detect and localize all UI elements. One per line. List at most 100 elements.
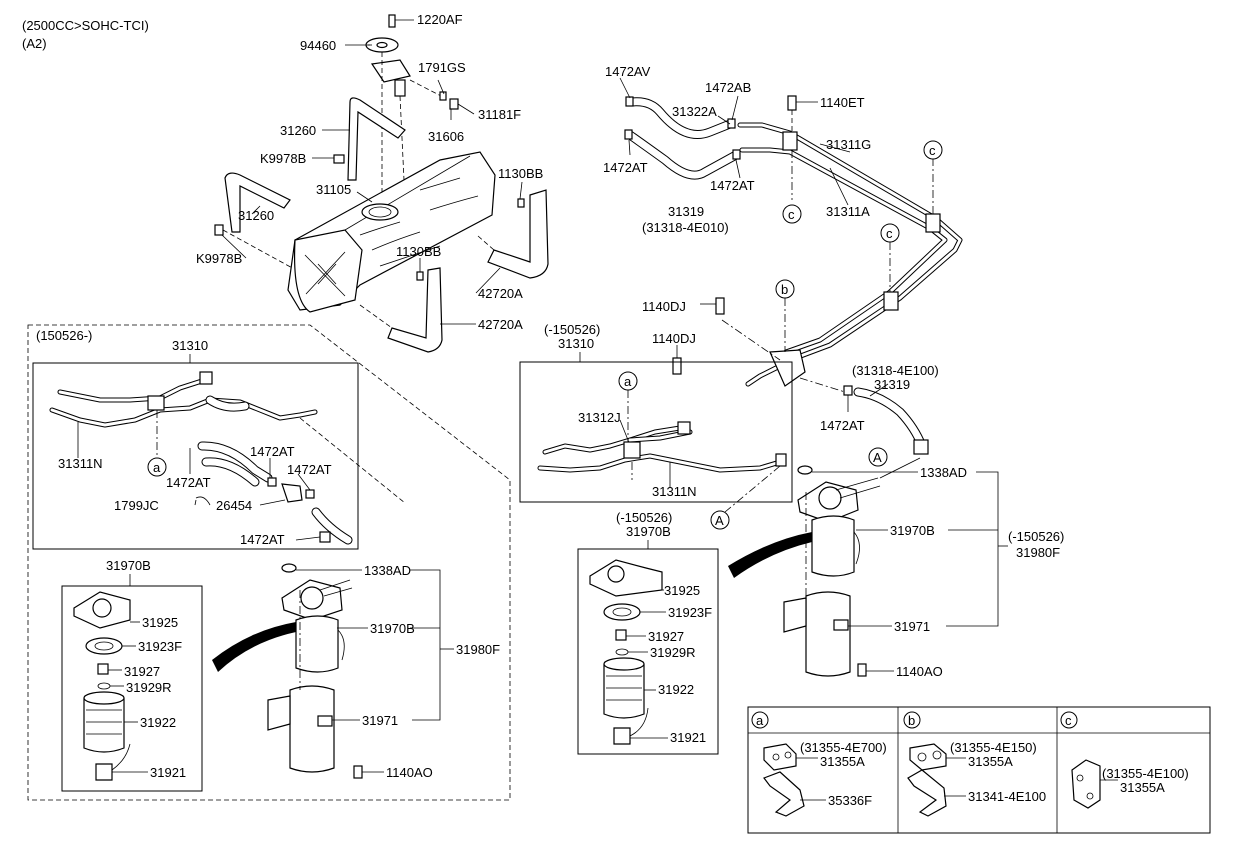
fuel-lines-group xyxy=(619,77,963,455)
variant-label: (A2) xyxy=(22,36,47,51)
part-1472at-lower: 1472AT xyxy=(820,418,865,433)
mid-lines-group xyxy=(537,390,787,513)
part-1472ab: 1472AB xyxy=(705,80,751,95)
left-part-31971: 31971 xyxy=(362,713,398,728)
left-part-31970b: 31970B xyxy=(370,621,415,636)
callout-b: b xyxy=(775,279,795,299)
left-part-31929r: 31929R xyxy=(126,680,172,695)
mid-part-31310: 31310 xyxy=(558,336,594,351)
part-1472at-mid: 1472AT xyxy=(710,178,755,193)
left-part-31923f: 31923F xyxy=(138,639,182,654)
mid-filter-kit-parts xyxy=(589,559,668,745)
left-part-31310: 31310 xyxy=(172,338,208,353)
left-variant-date: (150526-) xyxy=(36,328,92,343)
right-part-1140ao: 1140AO xyxy=(896,664,943,679)
legend-b-clip: 31355A xyxy=(968,754,1013,769)
right-part-31970b: 31970B xyxy=(890,523,935,538)
part-31318-4e100: (31318-4E100) xyxy=(852,363,939,378)
legend-a-header: a xyxy=(756,713,764,728)
mid-filter-kit-box xyxy=(577,548,719,755)
part-31260-lower: 31260 xyxy=(238,208,274,223)
part-1140dj-upper: 1140DJ xyxy=(642,299,686,314)
part-94460: 94460 xyxy=(300,38,336,53)
right-part-1338ad: 1338AD xyxy=(920,465,967,480)
mid-part-31923f: 31923F xyxy=(668,605,712,620)
left-lines-group xyxy=(49,371,406,545)
left-part-1472at-b: 1472AT xyxy=(250,444,295,459)
legend-a-clip: 31355A xyxy=(820,754,865,769)
right-variant-date: (-150526) xyxy=(1008,529,1064,544)
left-variant-boundary xyxy=(27,324,511,801)
svg-text:b: b xyxy=(781,282,788,297)
legend-c-header: c xyxy=(1065,713,1072,728)
left-part-31980f: 31980F xyxy=(456,642,500,657)
part-31319-upper: 31319 xyxy=(668,204,704,219)
mid-kit-date: (-150526) xyxy=(616,510,672,525)
part-31311g: 31311G xyxy=(826,137,871,152)
svg-text:c: c xyxy=(929,143,936,158)
part-k9978b-lower: K9978B xyxy=(196,251,242,266)
legend-b-header: b xyxy=(908,713,915,728)
callout-a-left: a xyxy=(147,457,167,477)
callout-a-mid: a xyxy=(618,371,638,391)
fuel-tank-group xyxy=(214,14,549,353)
mid-part-31312j: 31312J xyxy=(578,410,621,425)
mid-part-31922: 31922 xyxy=(658,682,694,697)
part-1140dj-lower: 1140DJ xyxy=(652,331,696,346)
mid-part-31929r: 31929R xyxy=(650,645,696,660)
legend-c-clip: 31355A xyxy=(1120,780,1165,795)
left-part-1338ad: 1338AD xyxy=(364,563,411,578)
part-31105: 31105 xyxy=(316,182,351,197)
part-1472at-upper: 1472AT xyxy=(603,160,648,175)
left-part-1140ao: 1140AO xyxy=(386,765,433,780)
mid-part-31925: 31925 xyxy=(664,583,700,598)
svg-text:A: A xyxy=(715,513,724,528)
svg-text:c: c xyxy=(886,226,893,241)
legend-c-partno: (31355-4E100) xyxy=(1102,766,1189,781)
mid-lines-box xyxy=(519,361,793,503)
part-42720a-lower: 42720A xyxy=(478,317,523,332)
left-part-26454: 26454 xyxy=(216,498,252,513)
left-part-31925: 31925 xyxy=(142,615,178,630)
part-42720a-upper: 42720A xyxy=(478,286,523,301)
right-fuel-filter-assembly xyxy=(728,457,1008,677)
left-part-1472at-c: 1472AT xyxy=(287,462,332,477)
part-k9978b-upper: K9978B xyxy=(260,151,306,166)
mid-part-31921: 31921 xyxy=(670,730,706,745)
left-lines-box xyxy=(32,362,359,550)
legend-a-bracket: 35336F xyxy=(828,793,872,808)
callout-A-mid: A xyxy=(710,510,730,530)
left-part-31921: 31921 xyxy=(150,765,186,780)
callout-c-top: c xyxy=(923,140,943,160)
part-1791gs: 1791GS xyxy=(418,60,466,75)
part-31260-upper: 31260 xyxy=(280,123,316,138)
part-1472av: 1472AV xyxy=(605,64,651,79)
left-part-31927: 31927 xyxy=(124,664,160,679)
part-31181f: 31181F xyxy=(478,107,521,122)
svg-text:A: A xyxy=(873,450,882,465)
part-1130bb-upper: 1130BB xyxy=(498,166,543,181)
left-part-31922: 31922 xyxy=(140,715,176,730)
engine-spec-label: (2500CC>SOHC-TCI) xyxy=(22,18,149,33)
part-31322a: 31322A xyxy=(672,104,717,119)
callout-c-mid: c xyxy=(782,204,802,224)
part-1220af: 1220AF xyxy=(417,12,463,27)
part-1130bb-lower: 1130BB xyxy=(396,244,441,259)
legend-a-partno: (31355-4E700) xyxy=(800,740,887,755)
left-filter-kit-box xyxy=(61,585,203,792)
part-31311a: 31311A xyxy=(826,204,870,219)
left-filter-kit-parts xyxy=(73,591,148,781)
legend-b-partno: (31355-4E150) xyxy=(950,740,1037,755)
left-kit-31970b: 31970B xyxy=(106,558,151,573)
right-part-31980f: 31980F xyxy=(1016,545,1060,560)
part-31318-4e010: (31318-4E010) xyxy=(642,220,729,235)
legend-b-bracket: 31341-4E100 xyxy=(968,789,1046,804)
part-31319-lower: 31319 xyxy=(874,377,910,392)
left-part-31311n: 31311N xyxy=(58,456,103,471)
left-part-1472at-a: 1472AT xyxy=(166,475,211,490)
left-part-1799jc: 1799JC xyxy=(114,498,159,513)
svg-text:a: a xyxy=(153,460,161,475)
mid-variant-date: (-150526) xyxy=(544,322,600,337)
callout-A-right: A xyxy=(868,447,888,467)
